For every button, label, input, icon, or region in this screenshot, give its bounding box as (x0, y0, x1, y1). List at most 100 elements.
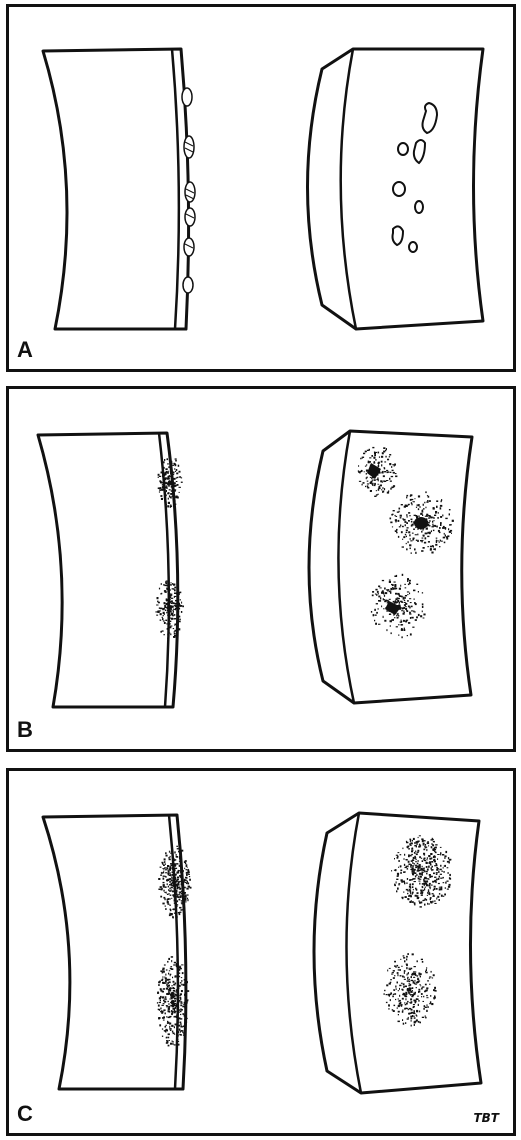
stipple-dot (386, 984, 389, 987)
stipple-dot (178, 999, 181, 1002)
stipple-dot (399, 607, 402, 609)
stipple-dot (412, 1006, 415, 1008)
stipple-dot (432, 545, 434, 548)
panel-c: C TBT (6, 768, 516, 1136)
stipple-dot (400, 869, 403, 871)
stipple-dot (394, 883, 396, 886)
stipple-dot (431, 1003, 434, 1006)
stipple-dot (428, 525, 431, 527)
stipple-dot (434, 849, 437, 851)
stipple-dot (438, 531, 441, 534)
stipple-dot (172, 464, 174, 466)
stipple-dot (174, 589, 176, 592)
stipple-dot (408, 848, 410, 850)
stipple-dot (167, 873, 170, 876)
stipple-dot (377, 608, 379, 610)
stipple-dot (387, 590, 389, 592)
stipple-dot (375, 588, 378, 591)
stipple-dot (427, 1006, 429, 1008)
stipple-dot (163, 861, 166, 863)
stipple-dot (421, 537, 424, 539)
stipple-dot (427, 889, 430, 891)
stipple-dot (433, 850, 436, 852)
stipple-dot (376, 611, 378, 614)
stipple-dot (440, 894, 443, 897)
stipple-dot (186, 887, 189, 890)
stipple-dot (440, 500, 442, 503)
stipple-dot (179, 911, 182, 913)
stipple-dot (417, 495, 421, 498)
stipple-dot (426, 859, 428, 861)
stipple-dot (376, 473, 379, 476)
stipple-dot (169, 594, 172, 597)
stipple-dot (163, 1000, 167, 1003)
stipple-dot (418, 845, 421, 848)
panel-a-drawing (41, 47, 485, 331)
stipple-dot (428, 517, 431, 519)
stipple-dot (403, 518, 406, 521)
stipple-dot (378, 600, 381, 602)
stipple-dot (165, 1029, 167, 1032)
stipple-dot (160, 995, 162, 998)
stipple-dot (415, 506, 418, 508)
stipple-dot (186, 871, 189, 874)
stipple-dot (162, 981, 165, 984)
stipple-dot (165, 501, 167, 503)
stipple-dot (432, 900, 434, 903)
stipple-dot (170, 875, 172, 877)
stipple-dot (397, 1014, 399, 1016)
stipple-dot (168, 984, 170, 987)
stipple-dot (163, 875, 166, 877)
stipple-dot (418, 835, 421, 837)
stipple-dot (180, 968, 182, 970)
stipple-dot (397, 612, 399, 616)
stipple-dot (169, 998, 171, 1000)
stipple-dot (398, 601, 400, 604)
stipple-dot (401, 997, 404, 1000)
stipple-dot (164, 996, 167, 998)
stipple-dot (183, 979, 186, 981)
stipple-dot (424, 1015, 426, 1017)
stipple-dot (413, 1023, 415, 1026)
stipple-dot (158, 981, 161, 984)
stipple-dot (428, 884, 431, 886)
panel-a: A (6, 4, 516, 372)
stipple-dot (166, 612, 168, 614)
stipple-dot (362, 456, 365, 458)
stipple-dot (422, 547, 425, 549)
stipple-dot (168, 489, 171, 491)
stipple-dot (415, 861, 417, 863)
stipple-dot (378, 485, 381, 488)
stipple-dot (388, 589, 390, 591)
stipple-dot (407, 583, 410, 586)
stipple-dot (176, 1039, 179, 1041)
stipple-dot (168, 957, 170, 960)
stipple-dot (179, 965, 181, 967)
stipple-dot (170, 612, 173, 615)
stipple-dot (432, 880, 435, 883)
stipple-dot (413, 528, 415, 530)
stipple-dot (186, 866, 188, 868)
stipple-dot (426, 884, 429, 887)
stipple-dot (403, 629, 406, 631)
stipple-dot (170, 475, 172, 477)
stipple-dot (412, 1015, 414, 1017)
stipple-dot (164, 977, 167, 980)
stipple-dot (410, 864, 412, 867)
stipple-dot (175, 496, 177, 499)
stipple-dot (178, 968, 181, 971)
stipple-dot (172, 880, 175, 882)
stipple-dot (410, 900, 412, 902)
stipple-dot (176, 963, 178, 966)
stipple-dot (432, 844, 435, 847)
stipple-dot (179, 1021, 182, 1024)
stipple-dot (170, 505, 173, 508)
stipple-dot (380, 597, 382, 600)
stipple-dot (415, 551, 417, 554)
stipple-dot (164, 998, 167, 1000)
stipple-dot (174, 1010, 176, 1012)
stipple-dot (174, 592, 177, 594)
stipple-dot (384, 461, 387, 463)
stipple-dot (177, 1043, 180, 1046)
stipple-dot (433, 517, 435, 519)
